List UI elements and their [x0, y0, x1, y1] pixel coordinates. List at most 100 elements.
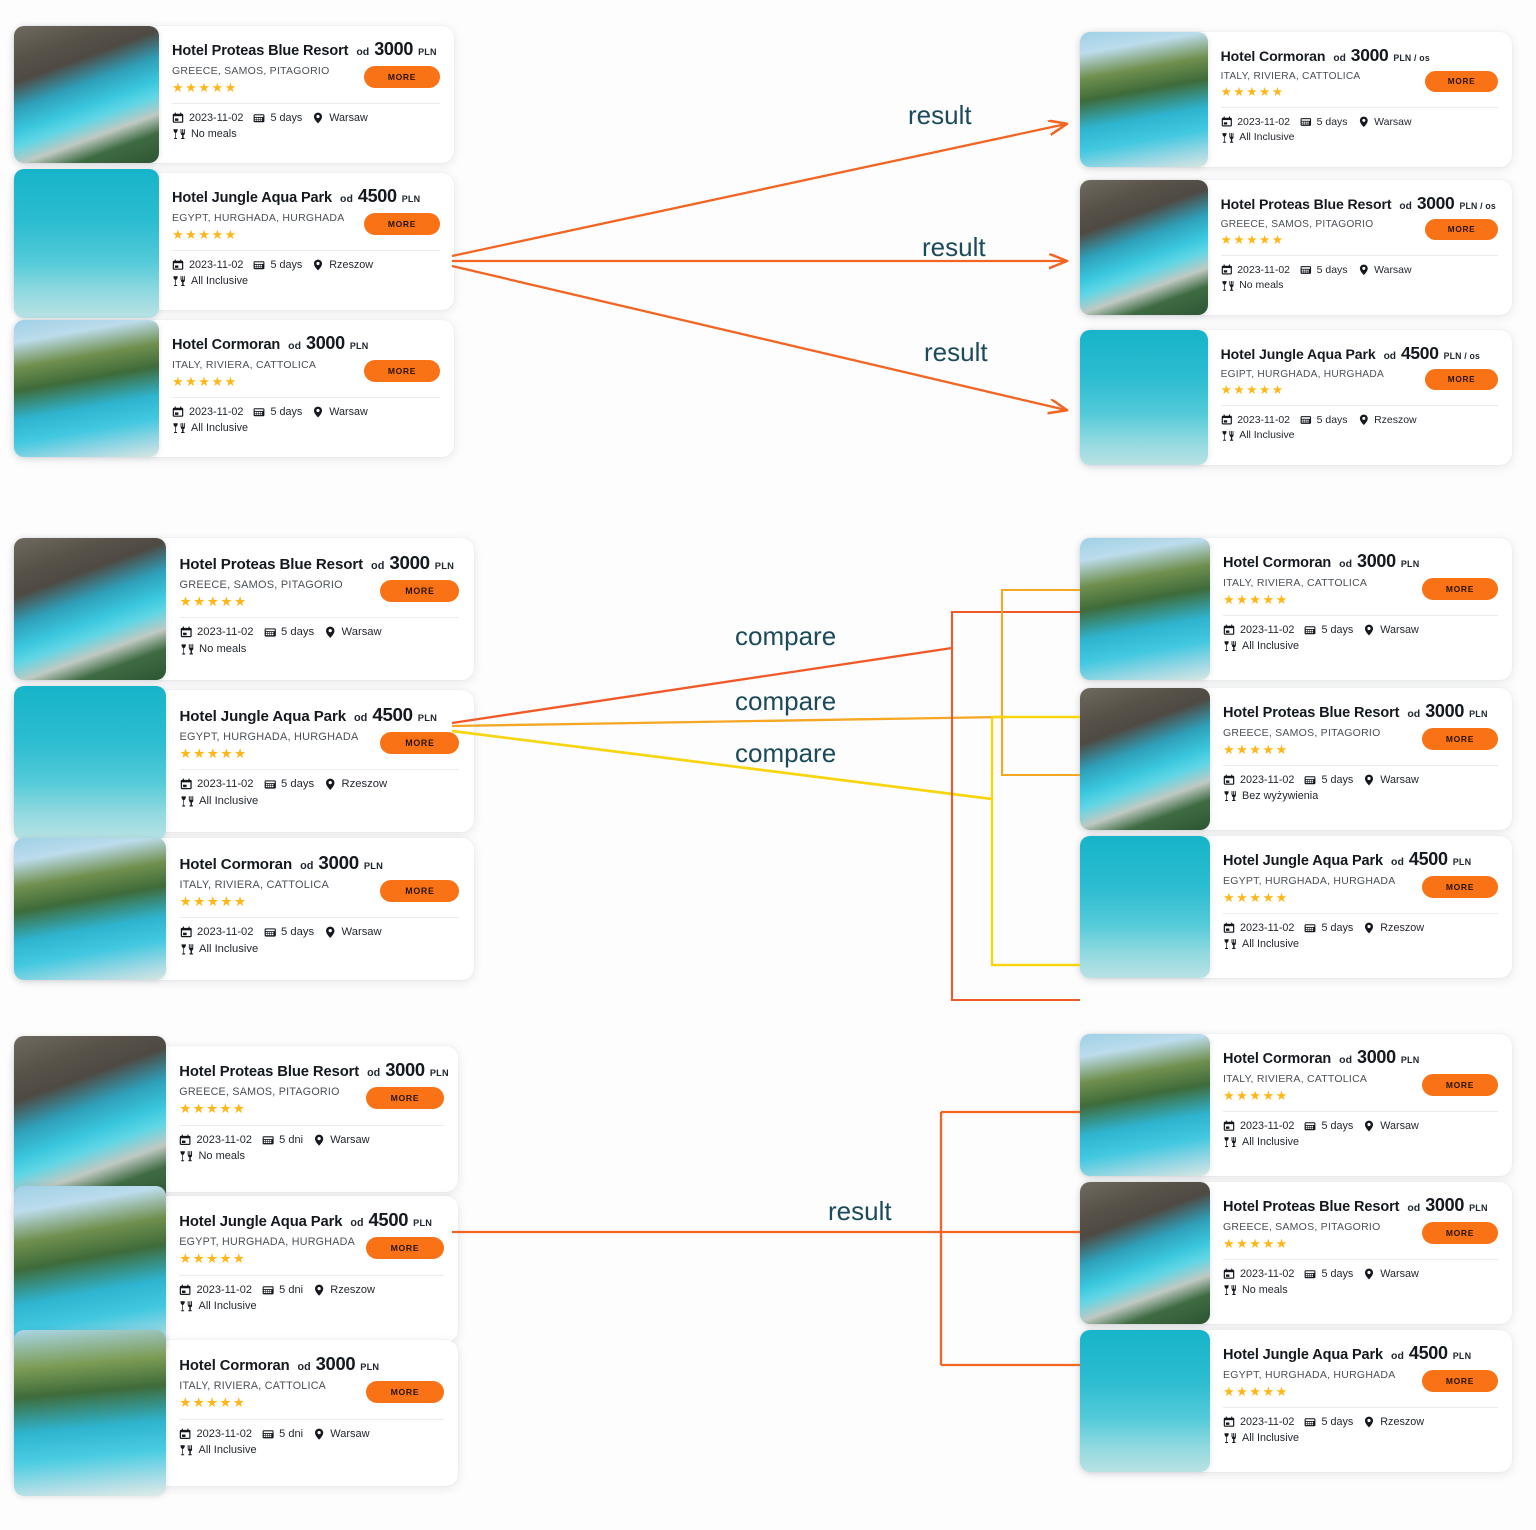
meta-meal: All Inclusive — [1221, 132, 1499, 144]
offer-destination: EGYPT, HURGHADA, HURGHADA — [179, 730, 359, 743]
calendar-icon — [172, 259, 184, 271]
meta-duration: 5 days — [253, 406, 302, 418]
offer-destination: ITALY, RIVIERA, CATTOLICA — [179, 878, 329, 891]
meta-meal: No meals — [172, 128, 440, 140]
meta-meal-text: No meals — [191, 128, 237, 140]
meta-duration: 5 days — [253, 259, 302, 271]
more-button[interactable]: MORE — [1422, 728, 1498, 750]
offer-details: Hotel Cormoran od 3000 PLN / os ITALY, R… — [1208, 32, 1512, 167]
meta-duration-text: 5 days — [1316, 414, 1348, 426]
more-button[interactable]: MORE — [1422, 1222, 1498, 1244]
price-currency: PLN — [349, 341, 369, 351]
offer-card[interactable]: Hotel Jungle Aqua Park od 4500 PLN / os … — [1080, 330, 1512, 465]
meta-duration-text: 5 dni — [279, 1283, 304, 1296]
location-pin-icon — [1363, 922, 1375, 934]
more-button[interactable]: MORE — [380, 731, 460, 755]
offer-destination: EGYPT, HURGHADA, HURGHADA — [179, 1236, 355, 1249]
duration-icon — [1300, 414, 1312, 426]
offer-thumbnail — [14, 169, 159, 318]
offer-destination: GREECE, SAMOS, PITAGORIO — [1223, 727, 1381, 739]
hotel-name: Hotel Cormoran — [1223, 1051, 1332, 1067]
more-button[interactable]: MORE — [366, 1086, 444, 1110]
price-value: 4500 — [1401, 342, 1439, 363]
offer-card[interactable]: Hotel Cormoran od 3000 PLN ITALY, RIVIER… — [14, 320, 454, 457]
meta-city: Rzeszow — [1358, 414, 1417, 426]
offer-thumbnail — [1080, 180, 1208, 315]
price-currency: PLN — [417, 712, 438, 723]
offer-card[interactable]: Hotel Cormoran od 3000 PLN / os ITALY, R… — [1080, 32, 1512, 167]
location-pin-icon — [1358, 414, 1370, 426]
meta-city-text: Warsaw — [1380, 1120, 1419, 1132]
meta-duration: 5 days — [1304, 1268, 1353, 1280]
offer-title-row: Hotel Jungle Aqua Park od 4500 PLN — [1223, 849, 1498, 870]
price-value: 4500 — [1408, 849, 1448, 869]
offer-card[interactable]: Hotel Jungle Aqua Park od 4500 PLN EGYPT… — [1080, 836, 1512, 978]
more-button[interactable]: MORE — [1424, 218, 1499, 241]
more-button[interactable]: MORE — [380, 579, 460, 603]
offer-thumbnail — [14, 1036, 166, 1202]
meta-city-text: Warsaw — [329, 406, 368, 418]
meta-date: 2023-11-02 — [1223, 1416, 1294, 1428]
location-pin-icon — [324, 778, 336, 790]
more-button[interactable]: MORE — [380, 879, 460, 903]
more-button[interactable]: MORE — [1422, 1074, 1498, 1096]
meta-meal-text: All Inclusive — [191, 422, 249, 434]
card-divider — [1223, 615, 1498, 616]
price-currency: PLN / os — [1443, 350, 1481, 361]
offer-card[interactable]: Hotel Jungle Aqua Park od 4500 PLN EGYPT… — [14, 686, 474, 840]
more-button[interactable]: MORE — [364, 66, 440, 88]
meta-city: Warsaw — [313, 1134, 370, 1146]
card-divider — [1223, 1407, 1498, 1408]
star-rating: ★★★★★ — [179, 1395, 247, 1411]
price-currency: PLN — [429, 1068, 449, 1079]
meta-city: Warsaw — [312, 406, 368, 418]
offer-title-row: Hotel Cormoran od 3000 PLN — [1223, 1047, 1498, 1068]
meta-date: 2023-11-02 — [1223, 922, 1294, 934]
more-button[interactable]: MORE — [1424, 368, 1499, 391]
offer-card[interactable]: Hotel Jungle Aqua Park od 4500 PLN EGYPT… — [14, 1186, 458, 1352]
offer-meta: 2023-11-02 5 days — [1223, 1268, 1498, 1296]
offer-details: Hotel Cormoran od 3000 PLN ITALY, RIVIER… — [1210, 1034, 1512, 1176]
meal-cutlery-icon — [1223, 1432, 1237, 1444]
more-button[interactable]: MORE — [364, 213, 440, 235]
meta-date: 2023-11-02 — [180, 626, 254, 638]
offer-card[interactable]: Hotel Proteas Blue Resort od 3000 PLN GR… — [14, 1036, 458, 1202]
offer-card[interactable]: Hotel Cormoran od 3000 PLN ITALY, RIVIER… — [1080, 1034, 1512, 1176]
offer-meta: 2023-11-02 5 days — [1221, 116, 1499, 143]
more-button[interactable]: MORE — [366, 1380, 444, 1404]
offer-destination: ITALY, RIVIERA, CATTOLICA — [1223, 577, 1368, 589]
offer-card[interactable]: Hotel Proteas Blue Resort od 3000 PLN GR… — [1080, 1182, 1512, 1324]
more-button[interactable]: MORE — [364, 360, 440, 382]
more-button[interactable]: MORE — [1424, 70, 1499, 93]
meta-duration-text: 5 days — [270, 259, 303, 271]
offer-details: Hotel Jungle Aqua Park od 4500 PLN EGYPT… — [166, 1196, 458, 1342]
duration-icon — [262, 1134, 274, 1146]
location-pin-icon — [1363, 774, 1375, 786]
more-button[interactable]: MORE — [1422, 876, 1498, 898]
meta-date: 2023-11-02 — [179, 1284, 252, 1296]
offer-card[interactable]: Hotel Jungle Aqua Park od 4500 PLN EGYPT… — [1080, 1330, 1512, 1472]
meta-meal-text: All Inclusive — [198, 942, 259, 955]
offer-meta: 2023-11-02 5 days — [172, 259, 440, 287]
meta-duration: 5 days — [1300, 116, 1348, 128]
offer-details: Hotel Proteas Blue Resort od 3000 PLN GR… — [1210, 688, 1512, 830]
offer-card[interactable]: Hotel Proteas Blue Resort od 3000 PLN GR… — [14, 538, 474, 680]
more-button[interactable]: MORE — [1422, 578, 1498, 600]
offer-card[interactable]: Hotel Proteas Blue Resort od 3000 PLN / … — [1080, 180, 1512, 315]
offer-thumbnail — [1080, 1182, 1210, 1324]
meta-date: 2023-11-02 — [1221, 116, 1290, 128]
price-currency: PLN — [413, 1218, 433, 1229]
offer-card[interactable]: Hotel Jungle Aqua Park od 4500 PLN EGYPT… — [14, 169, 454, 318]
connector-label: result — [908, 100, 972, 130]
meta-duration-text: 5 days — [1321, 922, 1354, 934]
meta-duration-text: 5 days — [1321, 1268, 1354, 1280]
meta-duration-text: 5 days — [270, 112, 303, 124]
more-button[interactable]: MORE — [366, 1236, 444, 1260]
offer-card[interactable]: Hotel Proteas Blue Resort od 3000 PLN GR… — [14, 26, 454, 163]
offer-card[interactable]: Hotel Cormoran od 3000 PLN ITALY, RIVIER… — [14, 1330, 458, 1496]
card-divider — [1223, 913, 1498, 914]
offer-card[interactable]: Hotel Cormoran od 3000 PLN ITALY, RIVIER… — [1080, 538, 1512, 680]
offer-card[interactable]: Hotel Cormoran od 3000 PLN ITALY, RIVIER… — [14, 838, 474, 980]
more-button[interactable]: MORE — [1422, 1370, 1498, 1392]
offer-card[interactable]: Hotel Proteas Blue Resort od 3000 PLN GR… — [1080, 688, 1512, 830]
